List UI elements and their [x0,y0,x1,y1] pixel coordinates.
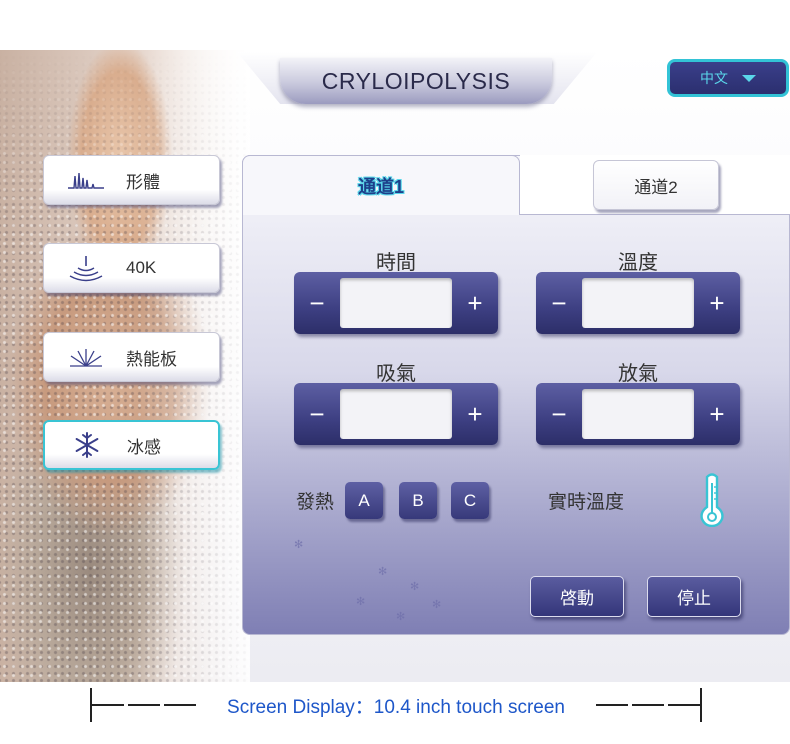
suction-value-field[interactable] [340,389,452,439]
heat-c-button[interactable]: C [451,482,489,519]
time-increment-button[interactable]: + [467,287,483,318]
param-label-suction: 吸氣 [376,363,416,385]
decor-flake: ✻ [396,611,406,623]
temperature-stepper: − + [536,272,740,334]
tab-label: 通道1 [357,176,404,197]
temperature-increment-button[interactable]: + [709,287,725,318]
tab-channel-1[interactable]: 通道1 [242,155,520,215]
caption-row: Screen Display：10.4 inch touch screen [90,688,702,722]
heat-a-button[interactable]: A [345,482,383,519]
param-label-temperature: 溫度 [618,252,658,274]
time-stepper: − + [294,272,498,334]
start-button[interactable]: 啓動 [530,576,624,617]
decor-flake: ✻ [356,596,366,608]
mode-button-shape[interactable]: 形體 [43,155,220,205]
snowflake-icon [65,427,109,463]
decor-flake: ✻ [432,599,442,611]
temperature-decrement-button[interactable]: − [551,287,567,318]
release-decrement-button[interactable]: − [551,398,567,429]
thermometer-icon [698,473,726,532]
suction-stepper: − + [294,383,498,445]
param-label-time: 時間 [376,252,416,274]
caption-left-dashes [92,704,196,706]
ultrasound-icon [64,250,108,286]
decor-flake: ✻ [378,566,388,578]
suction-increment-button[interactable]: + [467,398,483,429]
param-label-release: 放氣 [618,363,658,385]
waveform-icon [64,162,108,198]
suction-decrement-button[interactable]: − [309,398,325,429]
app-screen: CRYLOIPOLYSIS 中文 形體 40K [0,50,790,682]
mode-button-heat-plate[interactable]: 熱能板 [43,332,220,382]
mode-label: 形體 [126,172,160,192]
time-value-field[interactable] [340,278,452,328]
realtime-temp-label: 實時溫度 [548,492,625,513]
mode-label: 40K [126,258,157,277]
stop-button[interactable]: 停止 [647,576,741,617]
caption-left-bar [90,688,92,722]
time-decrement-button[interactable]: − [309,287,325,318]
temperature-value-field[interactable] [582,278,694,328]
heat-b-button[interactable]: B [399,482,437,519]
heating-label: 發熱 [296,492,335,513]
tab-label: 通道2 [634,177,678,197]
mode-label: 冰感 [127,437,161,457]
app-title: CRYLOIPOLYSIS [321,67,511,94]
heat-rays-icon [64,339,108,375]
caret-down-icon [742,74,756,82]
caption-right-dashes [596,704,700,706]
release-value-field[interactable] [582,389,694,439]
release-increment-button[interactable]: + [709,398,725,429]
caption-text: Screen Display：10.4 inch touch screen [227,696,565,718]
tab-channel-2[interactable]: 通道2 [593,160,719,210]
mode-label: 熱能板 [126,349,177,369]
mode-button-40k[interactable]: 40K [43,243,220,293]
mode-button-cold[interactable]: 冰感 [43,420,220,470]
decor-flake: ✻ [294,539,304,551]
caption-right-bar [700,688,702,722]
release-stepper: − + [536,383,740,445]
language-select[interactable]: 中文 [667,59,789,97]
decor-flake: ✻ [410,581,420,593]
language-selected: 中文 [700,70,728,86]
title-banner: CRYLOIPOLYSIS [280,58,552,104]
